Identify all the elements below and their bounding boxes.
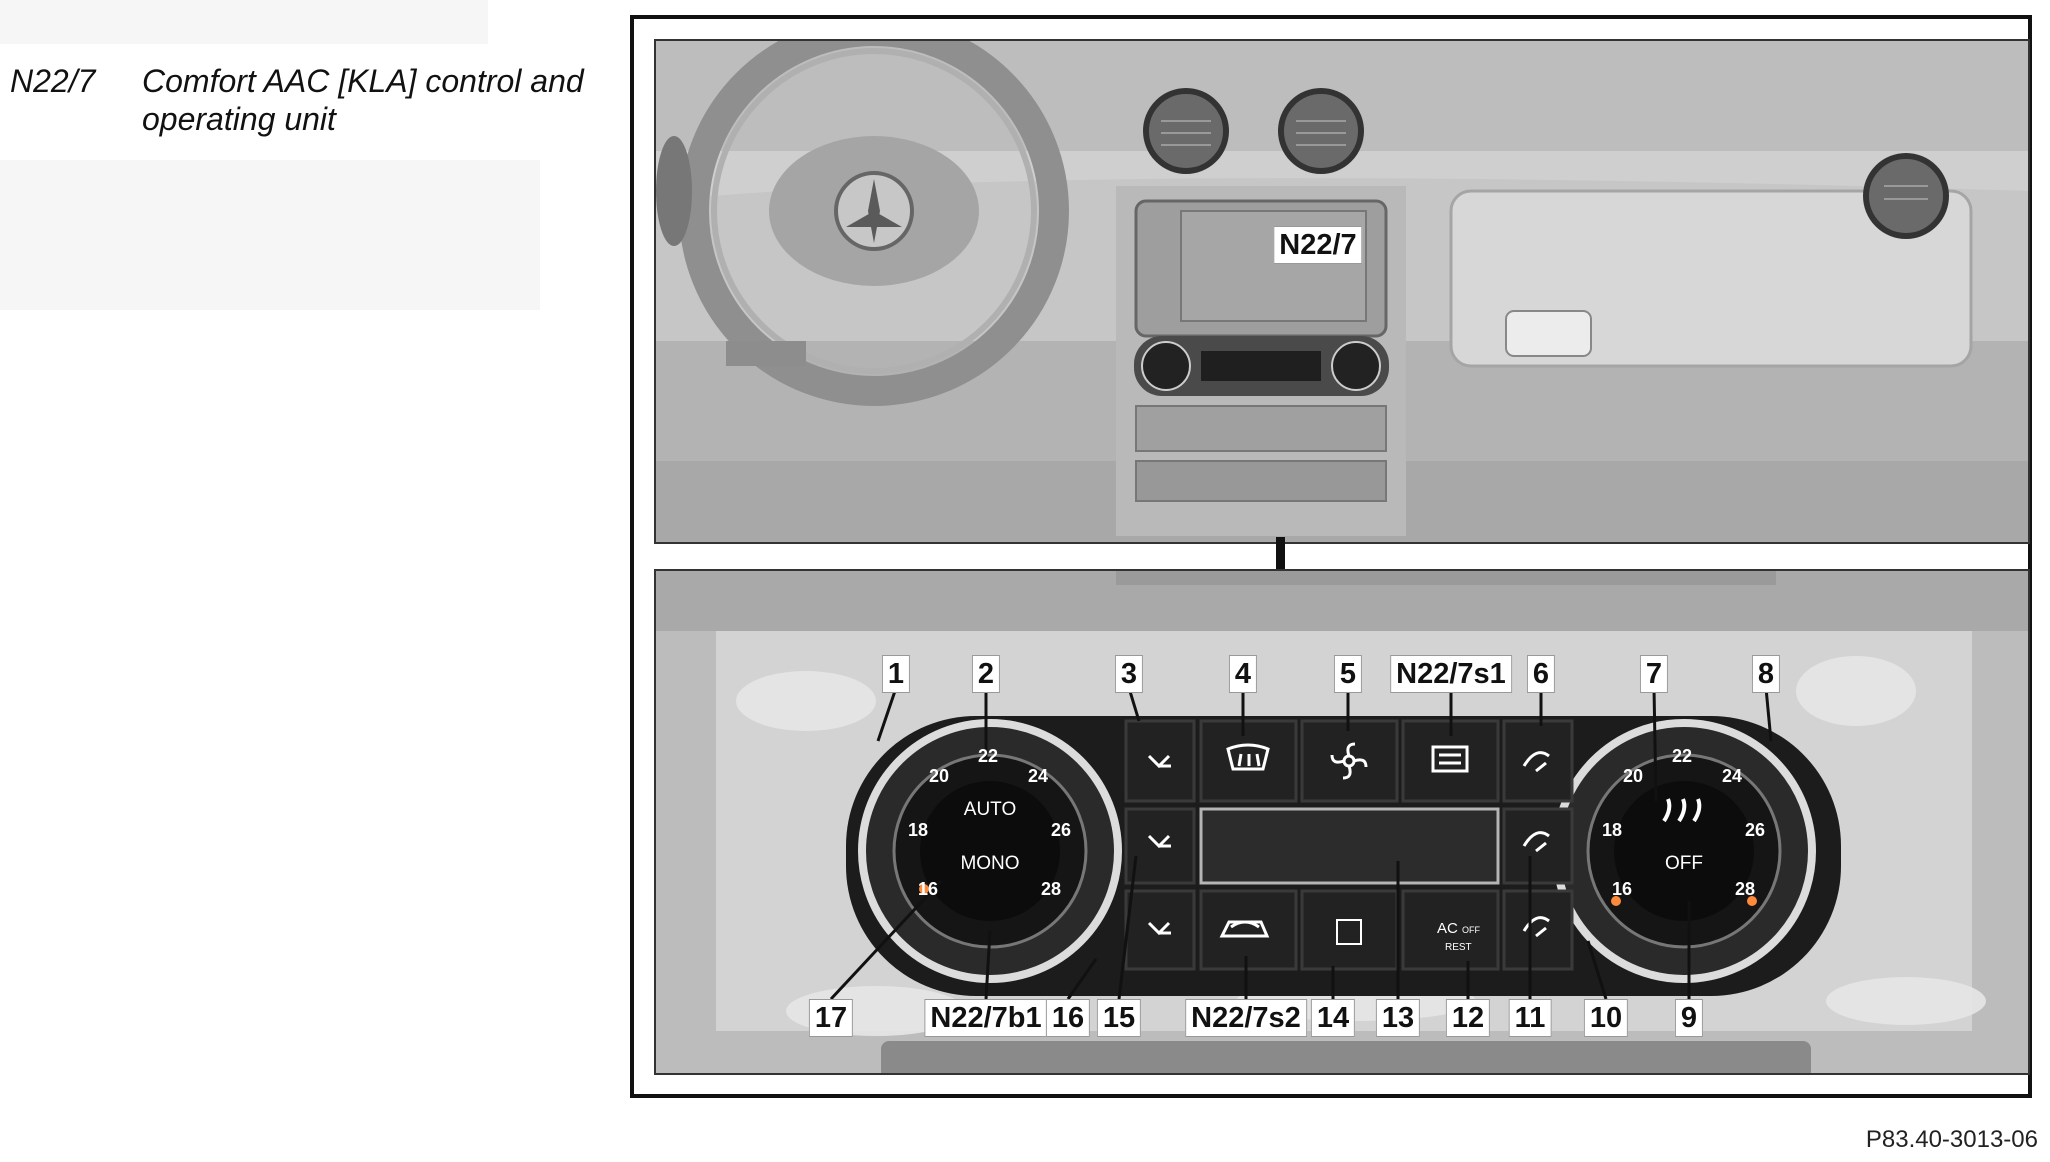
control-unit-detail: AUTO MONO OFF AC OFF REST 16 18 20 22 24… — [654, 569, 2030, 1075]
mono-button-label: MONO — [960, 853, 1020, 874]
right-dial-number: 18 — [1602, 820, 1623, 840]
callout-3: 3 — [1114, 655, 1144, 693]
ac-button-label: AC OFF REST — [1437, 921, 1480, 955]
left-dial-number: 28 — [1041, 879, 1062, 899]
figure-frame: N22/7 — [630, 15, 2032, 1098]
callout-5: 5 — [1333, 655, 1363, 693]
callout-7: 7 — [1639, 655, 1669, 693]
callout-17: 17 — [808, 999, 854, 1037]
callout-1: 1 — [881, 655, 911, 693]
callout-4: 4 — [1228, 655, 1258, 693]
figure-reference: P83.40-3013-06 — [1865, 1126, 2038, 1153]
off-button-label: OFF — [1665, 853, 1703, 874]
callout-9: 9 — [1674, 999, 1704, 1037]
right-dial-number: 20 — [1623, 766, 1644, 786]
callout-14: 14 — [1310, 999, 1356, 1037]
callout-8: 8 — [1751, 655, 1781, 693]
left-dial-number: 16 — [918, 879, 939, 899]
left-dial-number: 20 — [929, 766, 950, 786]
left-dial-number: 18 — [908, 820, 929, 840]
rear-defrost-icon — [1431, 745, 1469, 773]
seat-icon — [1336, 919, 1362, 945]
ac-off-label: OFF — [1462, 925, 1481, 935]
callout-12: 12 — [1445, 999, 1491, 1037]
auto-button-label: AUTO — [963, 799, 1017, 820]
callout-13: 13 — [1375, 999, 1421, 1037]
callout-6: 6 — [1526, 655, 1556, 693]
right-dial-number: 26 — [1745, 820, 1766, 840]
left-dial-number: 24 — [1028, 766, 1049, 786]
windshield-defrost-icon — [1226, 743, 1270, 771]
callout-top: N22/7 — [1273, 226, 1363, 264]
right-dial-number: 22 — [1672, 746, 1693, 766]
rest-label: REST — [1445, 942, 1472, 953]
fan-swirl-icon — [1662, 798, 1702, 823]
dashboard-overview: N22/7 — [654, 39, 2030, 544]
callout-11: 11 — [1508, 999, 1552, 1037]
vent-floor-icon — [1522, 751, 1550, 938]
left-dial-number: 22 — [978, 746, 999, 766]
zoom-connector — [1276, 537, 1285, 575]
legend: N22/7 Comfort AAC [KLA] control and oper… — [10, 62, 600, 138]
right-dial-number: 28 — [1735, 879, 1756, 899]
callout-n22-7s2: N22/7s2 — [1185, 999, 1307, 1037]
vehicle-recirculation-icon — [1219, 920, 1270, 938]
callout-n22-7s1: N22/7s1 — [1390, 655, 1512, 693]
left-dial-number: 26 — [1051, 820, 1072, 840]
callout-16: 16 — [1045, 999, 1091, 1037]
control-unit-drawing — [656, 571, 2028, 1073]
legend-description: Comfort AAC [KLA] control and operating … — [142, 63, 584, 137]
ac-label: AC — [1437, 920, 1458, 937]
right-dial-number: 24 — [1722, 766, 1743, 786]
fan-icon — [1330, 742, 1368, 780]
legend-row: N22/7 Comfort AAC [KLA] control and oper… — [10, 62, 600, 138]
vent-face-icon — [1147, 754, 1171, 936]
callout-2: 2 — [971, 655, 1001, 693]
right-dial-number: 16 — [1612, 879, 1633, 899]
dashboard-drawing — [656, 41, 2028, 542]
callout-n22-7b1: N22/7b1 — [924, 999, 1048, 1037]
legend-code: N22/7 — [10, 63, 96, 99]
callout-15: 15 — [1096, 999, 1142, 1037]
callout-10: 10 — [1583, 999, 1629, 1037]
